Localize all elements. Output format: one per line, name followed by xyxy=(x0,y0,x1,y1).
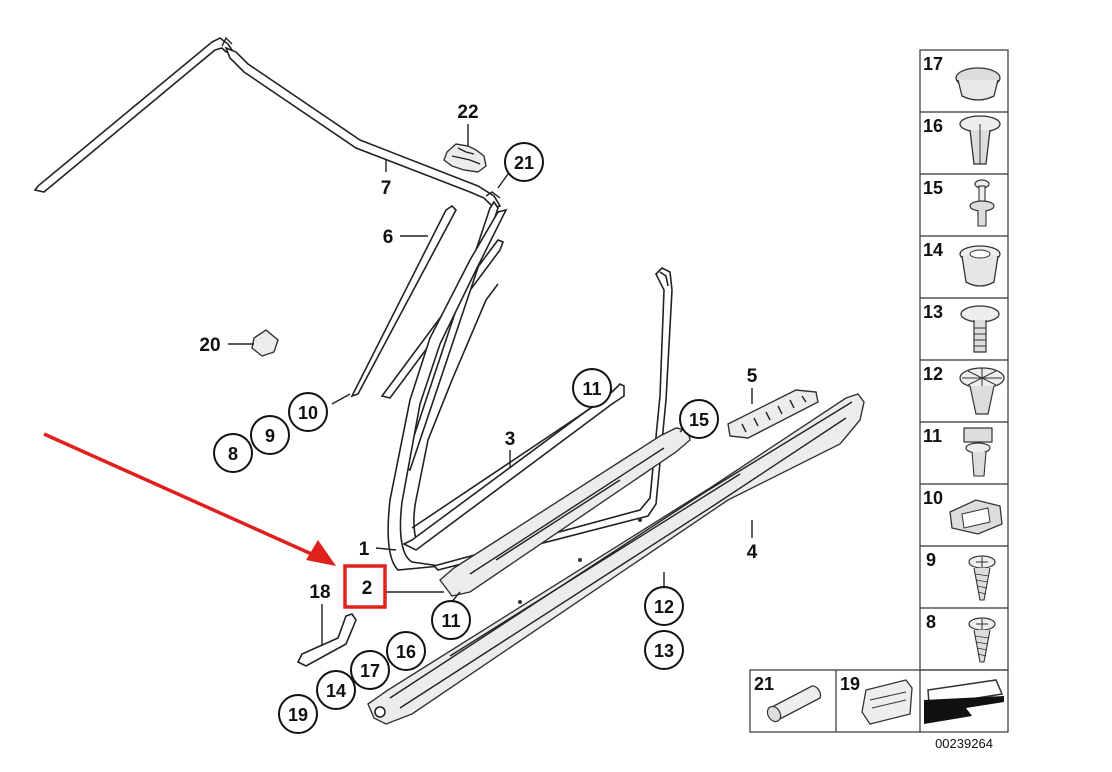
svg-text:17: 17 xyxy=(360,661,380,681)
circle-13: 13 xyxy=(644,630,684,670)
label-3: 3 xyxy=(505,429,516,450)
circle-16: 16 xyxy=(386,631,426,671)
legend-9: 9 xyxy=(926,550,936,570)
legend-10: 10 xyxy=(923,488,943,508)
part-4-sill-panel xyxy=(367,393,865,725)
part-18-strip xyxy=(296,613,357,667)
fastener-15-screw-icon xyxy=(969,179,995,227)
red-arrow xyxy=(43,432,336,566)
legend-15: 15 xyxy=(923,178,943,198)
fastener-17-cap-icon xyxy=(955,67,1001,101)
svg-text:12: 12 xyxy=(654,597,674,617)
legend-21: 21 xyxy=(754,674,774,694)
svg-text:11: 11 xyxy=(582,379,601,399)
legend-8: 8 xyxy=(926,612,936,632)
circled-callouts: 21 11 15 10 9 8 11 12 13 16 17 14 19 xyxy=(213,142,719,734)
legend-17: 17 xyxy=(923,54,943,74)
legend-11: 11 xyxy=(923,426,942,446)
fastener-10-clip-icon xyxy=(949,499,1003,535)
legend-14: 14 xyxy=(923,240,943,260)
label-2: 2 xyxy=(362,578,373,599)
fastener-12-clip-icon xyxy=(959,367,1005,415)
circle-8: 8 xyxy=(213,433,253,473)
svg-text:13: 13 xyxy=(654,641,674,661)
svg-text:8: 8 xyxy=(228,444,238,464)
part-21-cylinder-icon xyxy=(766,685,822,723)
circle-21: 21 xyxy=(504,142,544,182)
svg-text:10: 10 xyxy=(298,403,318,423)
fastener-8-screw-icon xyxy=(968,617,996,663)
callout-labels: 7 22 6 20 3 5 4 1 18 2 xyxy=(199,102,757,603)
fastener-11-clipnut-icon xyxy=(963,427,993,477)
legend-bottom: 21 19 xyxy=(749,669,1009,733)
part-5-bracket xyxy=(727,389,819,439)
legend-right: 17 16 15 14 13 12 11 10 9 8 xyxy=(919,49,1009,671)
fastener-14-grommet-icon xyxy=(959,245,1001,287)
circle-15: 15 xyxy=(679,399,719,439)
part-19-clip-icon xyxy=(861,679,913,725)
part-number: 00239264 xyxy=(935,736,993,751)
circle-19: 19 xyxy=(278,694,318,734)
circle-10: 10 xyxy=(288,392,328,432)
legend-12: 12 xyxy=(923,364,943,384)
svg-text:14: 14 xyxy=(326,681,346,701)
legend-13: 13 xyxy=(923,302,943,322)
highlight-box xyxy=(343,564,387,609)
svg-text:19: 19 xyxy=(288,705,308,725)
fastener-16-rivet-icon xyxy=(959,115,1001,165)
svg-text:11: 11 xyxy=(441,611,460,631)
circle-12: 12 xyxy=(644,586,684,626)
circle-14: 14 xyxy=(316,670,356,710)
legend-16: 16 xyxy=(923,116,943,136)
circle-11-bottom: 11 xyxy=(431,600,471,640)
part-2-sill-trim xyxy=(439,427,691,597)
fastener-13-pin-icon xyxy=(960,305,1000,353)
label-22: 22 xyxy=(457,102,478,123)
circle-11-top: 11 xyxy=(572,368,612,408)
circle-9: 9 xyxy=(250,415,290,455)
label-6: 6 xyxy=(383,227,394,248)
label-4: 4 xyxy=(747,542,758,563)
label-7: 7 xyxy=(381,178,392,199)
circle-17: 17 xyxy=(350,650,390,690)
svg-text:16: 16 xyxy=(396,642,416,662)
svg-text:15: 15 xyxy=(689,410,709,430)
fastener-9-screw-icon xyxy=(968,555,996,601)
label-5: 5 xyxy=(747,366,758,387)
label-20: 20 xyxy=(199,335,220,356)
legend-19: 19 xyxy=(840,674,860,694)
label-1: 1 xyxy=(359,539,370,560)
part-7-windshield-seal xyxy=(33,36,502,209)
direction-arrow-icon xyxy=(924,679,1004,724)
label-18: 18 xyxy=(309,582,330,603)
part-6-pillar-strip xyxy=(350,204,457,398)
svg-text:21: 21 xyxy=(514,153,534,173)
part-22-clip xyxy=(443,143,487,173)
part-20-plug xyxy=(251,329,279,357)
svg-text:9: 9 xyxy=(265,426,275,446)
